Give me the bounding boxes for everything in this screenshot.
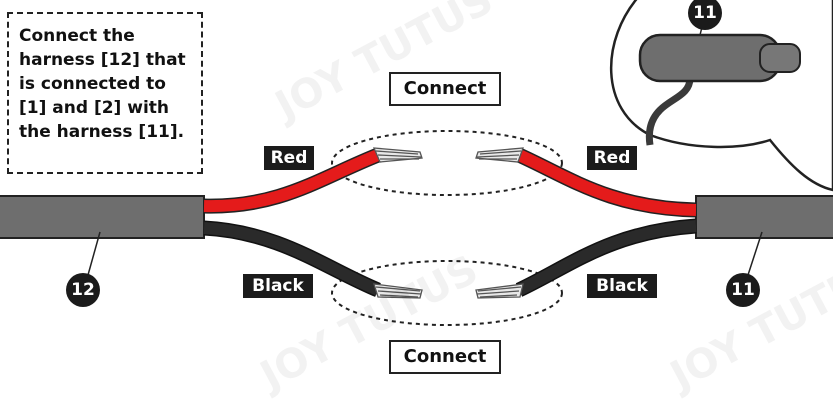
harness-12-cable — [0, 195, 205, 239]
black-wire-left — [203, 222, 381, 296]
plug-cord — [645, 77, 694, 146]
leader-line-11 — [747, 231, 763, 276]
red-tag-right: Red — [587, 146, 637, 170]
instruction-line-5: the harness [11]. — [19, 122, 185, 142]
stripped-strands — [372, 147, 524, 299]
connect-label-bottom: Connect — [389, 340, 501, 374]
instruction-line-3: is connected to — [19, 74, 166, 94]
badge-harness-12: 12 — [66, 273, 100, 307]
instruction-line-4: [1] and [2] with — [19, 98, 169, 118]
badge-plug-11: 11 — [688, 0, 722, 30]
black-wire-right — [516, 220, 697, 296]
connect-label-top: Connect — [389, 72, 501, 106]
plug-tip — [759, 43, 801, 73]
instruction-note: Connect the harness [12] that is connect… — [7, 12, 203, 174]
connect-zone-bottom — [331, 260, 563, 326]
instruction-line-2: harness [12] that — [19, 50, 186, 70]
harness-11-cable — [695, 195, 833, 239]
leader-line-12 — [87, 231, 101, 276]
black-tag-right: Black — [587, 274, 657, 298]
instruction-line-1: Connect the — [19, 26, 135, 46]
red-wire-left — [203, 149, 381, 213]
black-tag-left: Black — [243, 274, 313, 298]
red-tag-left: Red — [264, 146, 314, 170]
connect-zone-top — [331, 130, 563, 196]
red-wire-right — [516, 149, 697, 216]
badge-harness-11: 11 — [726, 273, 760, 307]
callout-bubble — [610, 0, 833, 192]
